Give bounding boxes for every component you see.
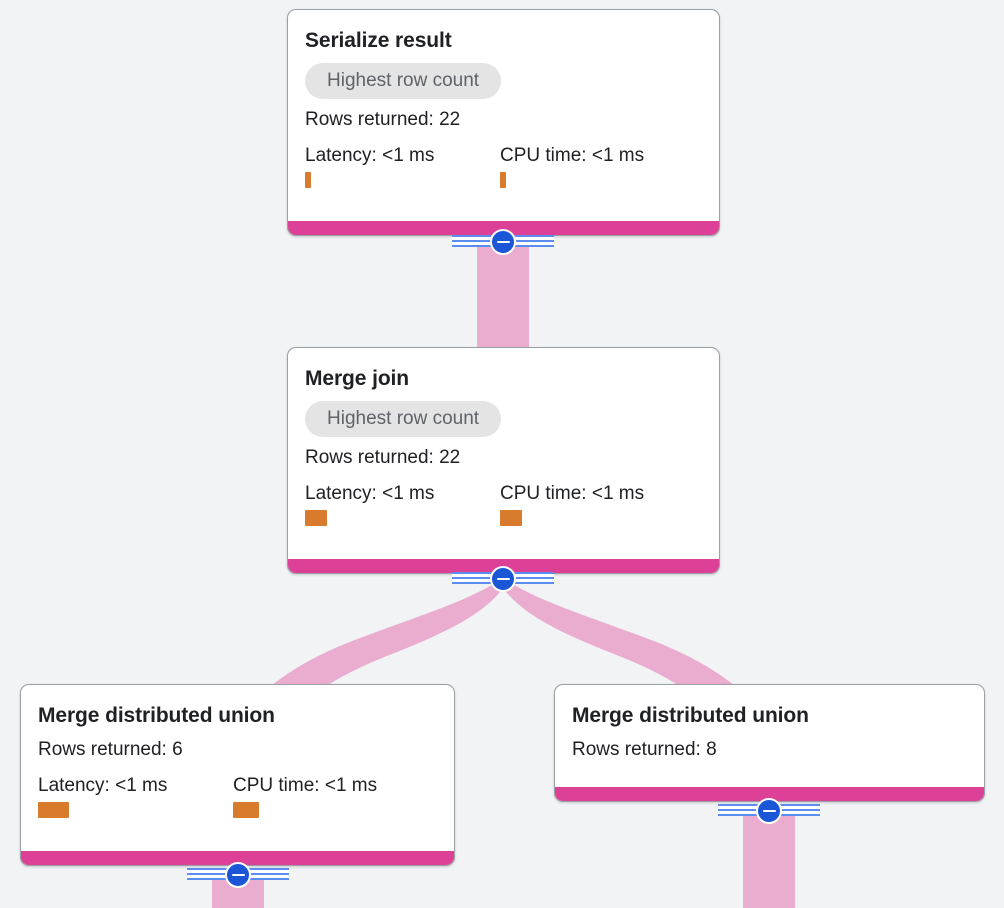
node-serialize-result[interactable]: Serialize result Highest row count Rows … xyxy=(287,9,720,236)
rows-returned: Rows returned: 8 xyxy=(572,739,717,760)
node-title: Merge join xyxy=(305,367,410,390)
node-body: Merge join Highest row count Rows return… xyxy=(288,348,719,559)
node-title: Serialize result xyxy=(305,29,452,52)
minus-icon xyxy=(490,566,516,592)
status-badge: Highest row count xyxy=(305,401,502,437)
node-body: Merge distributed union Rows returned: 8 xyxy=(555,685,984,787)
cpu-time-label: CPU time: <1 ms xyxy=(500,483,645,504)
rows-returned: Rows returned: 22 xyxy=(305,447,461,468)
latency-label: Latency: <1 ms xyxy=(305,483,435,504)
metric-latency: Latency: <1 ms xyxy=(38,774,233,818)
node-merge-join[interactable]: Merge join Highest row count Rows return… xyxy=(287,347,720,574)
rows-returned: Rows returned: 22 xyxy=(305,109,461,130)
cpu-time-label: CPU time: <1 ms xyxy=(500,145,645,166)
node-title: Merge distributed union xyxy=(38,704,275,727)
minus-icon xyxy=(490,229,516,255)
status-badge: Highest row count xyxy=(305,63,502,99)
collapse-toggle-serialize-result[interactable] xyxy=(452,229,554,255)
collapse-toggle-merge-join[interactable] xyxy=(452,566,554,592)
node-merge-distributed-union-left[interactable]: Merge distributed union Rows returned: 6… xyxy=(20,684,455,866)
latency-bar xyxy=(305,172,311,188)
latency-bar xyxy=(38,802,69,818)
node-body: Merge distributed union Rows returned: 6… xyxy=(21,685,454,851)
cpu-time-bar xyxy=(500,172,506,188)
node-merge-distributed-union-right[interactable]: Merge distributed union Rows returned: 8 xyxy=(554,684,985,802)
latency-label: Latency: <1 ms xyxy=(38,775,168,796)
collapse-toggle-union-right[interactable] xyxy=(718,798,820,824)
node-footer-bar xyxy=(288,221,719,235)
cpu-time-bar xyxy=(500,510,522,526)
node-footer-bar xyxy=(555,787,984,801)
minus-icon xyxy=(225,862,251,888)
metric-latency: Latency: <1 ms xyxy=(305,144,500,188)
latency-bar xyxy=(305,510,327,526)
node-body: Serialize result Highest row count Rows … xyxy=(288,10,719,221)
rows-returned: Rows returned: 6 xyxy=(38,739,183,760)
collapse-toggle-union-left[interactable] xyxy=(187,862,289,888)
metrics-row: Latency: <1 ms CPU time: <1 ms xyxy=(305,482,702,526)
node-footer-bar xyxy=(21,851,454,865)
latency-label: Latency: <1 ms xyxy=(305,145,435,166)
metric-latency: Latency: <1 ms xyxy=(305,482,500,526)
cpu-time-label: CPU time: <1 ms xyxy=(233,775,378,796)
metrics-row: Latency: <1 ms CPU time: <1 ms xyxy=(38,774,437,818)
node-title: Merge distributed union xyxy=(572,704,809,727)
metric-cpu-time: CPU time: <1 ms xyxy=(500,144,644,188)
cpu-time-bar xyxy=(233,802,259,818)
minus-icon xyxy=(756,798,782,824)
metric-cpu-time: CPU time: <1 ms xyxy=(233,774,377,818)
metrics-row: Latency: <1 ms CPU time: <1 ms xyxy=(305,144,702,188)
metric-cpu-time: CPU time: <1 ms xyxy=(500,482,644,526)
